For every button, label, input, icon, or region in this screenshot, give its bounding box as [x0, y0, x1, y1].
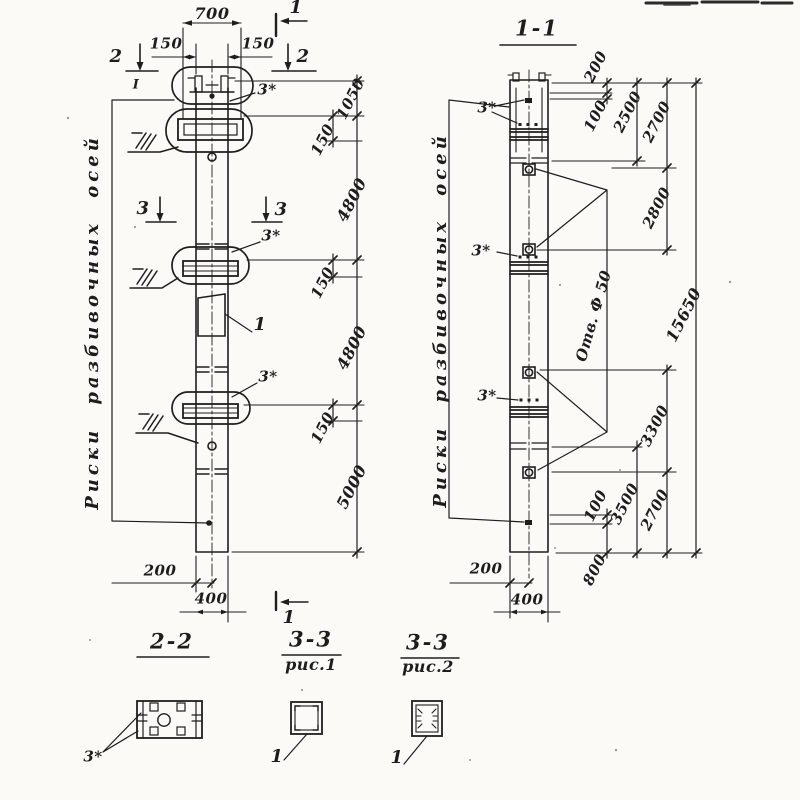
detail-3-3-fig1: [283, 701, 323, 761]
callout-rv-3-low: 3*: [477, 386, 497, 405]
section-mark-2-left: 2: [109, 46, 123, 67]
dim-rv-bottom-200: 200: [469, 559, 503, 578]
left-dimensions: [111, 20, 365, 623]
left-axes-reference-line: [111, 99, 212, 526]
right-callout-leaders: [491, 99, 525, 401]
right-dimensions: [449, 77, 703, 623]
callout-rv-3-mid: 3*: [471, 241, 491, 260]
left-callout-leaders: [229, 92, 261, 398]
detail-3-3-fig2: [403, 700, 443, 765]
axes-note-right: Риски разбивочных осей: [430, 132, 451, 508]
scan-speckles: [66, 116, 732, 761]
dim-top-width: 700: [194, 4, 230, 23]
callout-rv-3-top: 3*: [477, 98, 497, 117]
section-title-1-1: 1-1: [515, 15, 559, 41]
axis-mark-symbols: [127, 132, 199, 444]
callout-3-detail22: 3*: [83, 747, 103, 766]
scan-stamp-fragment: [644, 0, 794, 6]
section-marks-left-view: [125, 12, 317, 612]
dim-rv-bottom-400: 400: [510, 590, 544, 609]
dim-bottom-400: 400: [194, 589, 228, 608]
right-axes-reference-line: [448, 99, 525, 523]
hole-note-leader: [535, 168, 608, 471]
left-insert-detail: [197, 293, 253, 337]
dim-bottom-200: 200: [143, 561, 177, 580]
left-column-body: [187, 59, 236, 589]
section-mark-2-right: 2: [296, 46, 310, 67]
dim-top-right-offset: 150: [241, 34, 275, 53]
detail-mark-i: I: [132, 77, 140, 93]
detail-2-2: [102, 700, 203, 753]
section-subtitle-fig1: рис.1: [285, 655, 337, 674]
section-title-3-3-fig1: 3-3: [289, 626, 333, 652]
section-mark-3-right: 3: [274, 199, 288, 220]
section-title-3-3-fig2: 3-3: [406, 629, 450, 655]
callout-3-low: 3*: [258, 367, 278, 386]
left-detail-ovals: [165, 66, 254, 425]
left-brackets: [177, 118, 244, 419]
axes-note-left: Риски разбивочных осей: [82, 134, 103, 510]
section-mark-1-bottom: 1: [282, 607, 296, 628]
section-title-underlines: [136, 654, 460, 659]
section-mark-1-top: 1: [289, 0, 303, 18]
right-column-body: [507, 69, 552, 579]
callout-1-fig2: 1: [390, 747, 404, 768]
dim-top-left-offset: 150: [149, 34, 183, 53]
section-mark-3-left: 3: [136, 198, 150, 219]
section-subtitle-fig2: рис.2: [402, 657, 454, 676]
section-title-2-2: 2-2: [150, 628, 194, 654]
callout-1-fig1: 1: [270, 746, 284, 767]
callout-1-insert: 1: [253, 314, 267, 335]
callout-3-mid: 3*: [261, 226, 281, 245]
callout-3-top: 3*: [257, 80, 277, 99]
